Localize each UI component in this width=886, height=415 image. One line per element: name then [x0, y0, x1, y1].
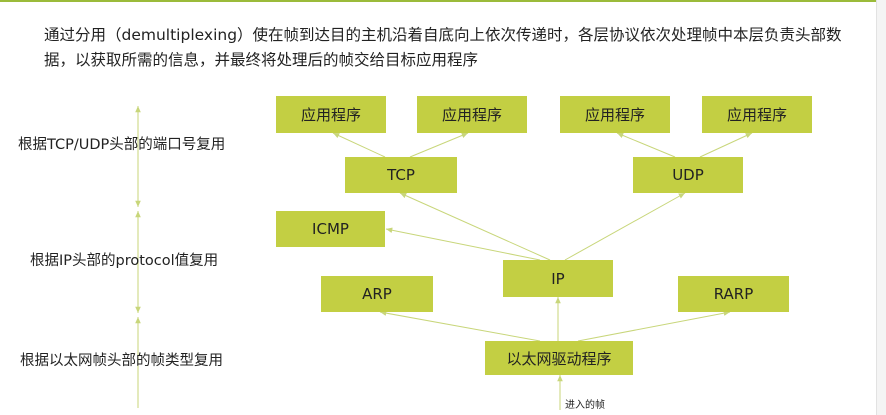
arrow-ip-to-icmp [385, 227, 541, 261]
node-ethernet-driver: 以太网驱动程序 [485, 341, 633, 375]
node-app-4: 应用程序 [702, 96, 812, 133]
incoming-frame-label: 进入的帧 [565, 400, 605, 411]
arrow-udp-to-app3 [616, 132, 676, 158]
label-frametype-demux: 根据以太网帧头部的帧类型复用 [20, 353, 223, 369]
node-ip: IP [503, 260, 613, 297]
top-accent-line [0, 0, 876, 2]
arrow-tcp-to-app2 [409, 132, 469, 158]
label-protocol-demux: 根据IP头部的protocol值复用 [30, 253, 219, 269]
label-port-demux: 根据TCP/UDP头部的端口号复用 [18, 137, 226, 153]
node-tcp: TCP [345, 157, 457, 193]
slide-heading: 通过分用（demultiplexing）使在帧到达目的主机沿着自底向上依次传递时… [44, 26, 842, 69]
node-udp: UDP [633, 157, 743, 193]
right-edge-bar [876, 0, 886, 415]
arrow-driver-to-arp [379, 310, 541, 342]
node-app-3: 应用程序 [560, 96, 670, 133]
arrow-tcp-to-app1 [332, 132, 386, 158]
arrow-ip-to-tcp [399, 192, 551, 261]
arrow-driver-to-rarp [577, 310, 731, 342]
node-icmp: ICMP [276, 211, 385, 247]
node-rarp: RARP [678, 276, 789, 312]
node-app-1: 应用程序 [276, 96, 386, 133]
arrow-udp-to-app4 [699, 132, 753, 158]
node-app-2: 应用程序 [417, 96, 527, 133]
node-arp: ARP [321, 276, 433, 312]
arrow-ip-to-udp [564, 192, 686, 261]
